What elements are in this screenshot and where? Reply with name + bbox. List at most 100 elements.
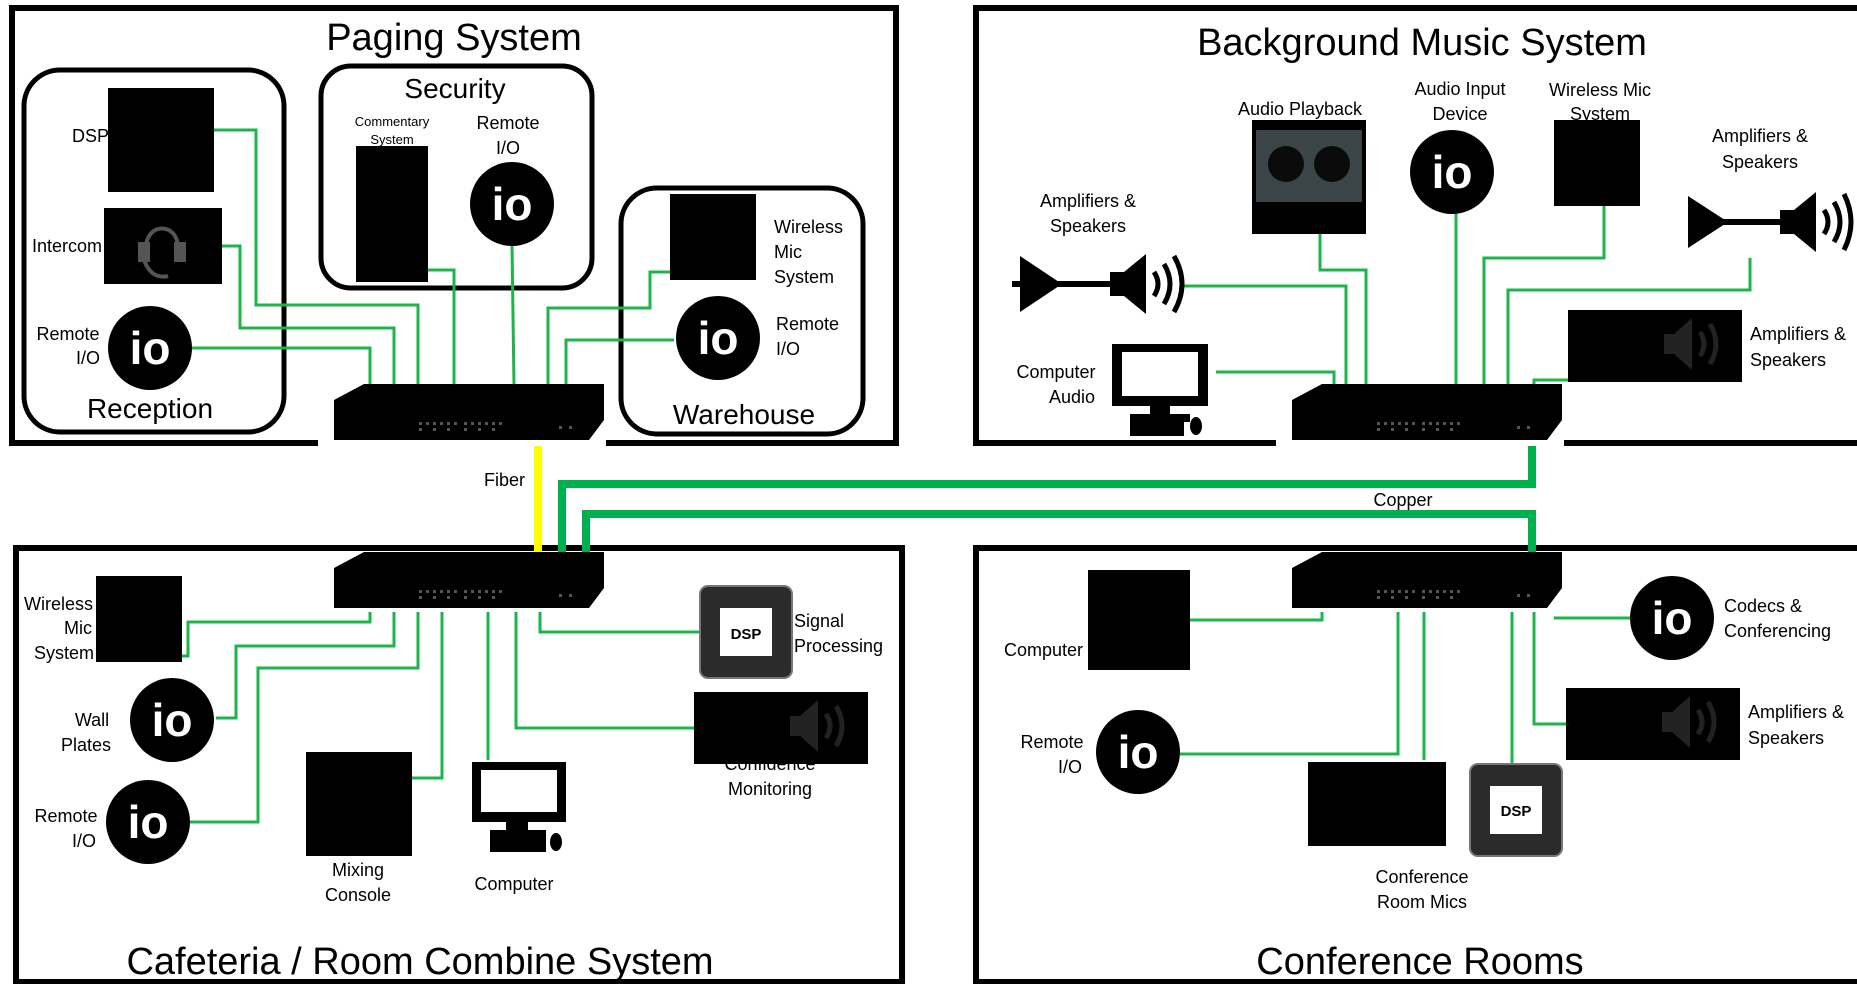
warehouse-remote-io-label-2: I/O <box>776 339 800 359</box>
audio-playback-label: Audio Playback <box>1238 99 1363 119</box>
intercom-label: Intercom <box>32 236 102 256</box>
security-remote-io-label-1: Remote <box>476 113 539 133</box>
computer-audio-label-1: Computer <box>1016 362 1095 382</box>
wireless-mic-device <box>670 194 756 280</box>
copper-label: Copper <box>1373 490 1432 510</box>
cafeteria-wireless-label-2: Mic <box>64 618 92 638</box>
cafeteria-system-title: Cafeteria / Room Combine System <box>126 941 713 983</box>
paging-network-switch <box>334 384 604 440</box>
speaker-icon <box>1662 696 1717 748</box>
cafeteria-computer-label: Computer <box>474 874 553 894</box>
svg-text:io: io <box>1652 592 1693 644</box>
computer-icon <box>1112 344 1208 436</box>
conference-room-mics-device <box>1308 762 1446 846</box>
io-icon: io <box>470 162 554 246</box>
svg-text:io: io <box>698 312 739 364</box>
svg-text:DSP: DSP <box>731 626 762 643</box>
conference-remote-io-label-2: I/O <box>1058 757 1082 777</box>
cafeteria-remote-io-label-1: Remote <box>34 806 97 826</box>
svg-text:io: io <box>1118 726 1159 778</box>
commentary-system-device <box>356 146 428 282</box>
warehouse-box <box>618 185 866 437</box>
io-icon: io <box>108 306 192 390</box>
conference-amp-label-1: Amplifiers & <box>1748 702 1844 722</box>
amplifier-rack-device <box>1566 688 1740 760</box>
conference-computer-label: Computer <box>1004 640 1083 660</box>
bgm-wireless-label-1: Wireless Mic <box>1549 80 1651 100</box>
bgm-wireless-label-2: System <box>1570 104 1630 124</box>
computer-icon <box>472 762 566 852</box>
cafeteria-remote-io-label-2: I/O <box>72 831 96 851</box>
paging-system-title: Paging System <box>326 17 582 59</box>
reception-remote-io-label-1: Remote <box>36 324 99 344</box>
speaker-amplifier-icon <box>1012 254 1185 314</box>
cafeteria-wireless-label-1: Wireless <box>24 594 93 614</box>
conference-mics-label-2: Room Mics <box>1377 892 1467 912</box>
conference-network-switch <box>1292 552 1562 608</box>
mixing-console-label-1: Mixing <box>332 860 384 880</box>
reception-title: Reception <box>87 393 213 424</box>
dsp-chip-icon: DSP <box>699 585 793 679</box>
conference-mics-label-1: Conference <box>1375 867 1468 887</box>
svg-text:io: io <box>1432 146 1473 198</box>
computer-audio-label-2: Audio <box>1049 387 1095 407</box>
io-icon: io <box>106 780 190 864</box>
fiber-label: Fiber <box>484 470 525 490</box>
io-icon: io <box>676 296 760 380</box>
bgm-system-title: Background Music System <box>1197 22 1647 64</box>
audio-input-label-2: Device <box>1432 104 1487 124</box>
commentary-label-2: System <box>370 132 413 147</box>
io-icon: io <box>1410 130 1494 214</box>
mixing-console-device <box>306 752 412 856</box>
speaker-amplifier-icon <box>1688 192 1854 252</box>
intercom-device <box>104 208 222 284</box>
codecs-label-2: Conferencing <box>1724 621 1831 641</box>
warehouse-wireless-label-1: Wireless <box>774 217 843 237</box>
commentary-label-1: Commentary <box>355 114 430 129</box>
cafeteria-system-box <box>13 545 905 984</box>
conference-amp-label-2: Speakers <box>1748 728 1824 748</box>
svg-text:DSP: DSP <box>1501 803 1532 820</box>
conference-system-box <box>973 545 1857 984</box>
copper-trunk-conference <box>582 510 1536 552</box>
wireless-mic-device <box>96 576 182 662</box>
conference-remote-io-label-1: Remote <box>1020 732 1083 752</box>
security-box <box>318 63 595 291</box>
signal-processing-label-2: Processing <box>794 636 883 656</box>
security-remote-io-label-2: I/O <box>496 138 520 158</box>
signal-processing-label-1: Signal <box>794 611 844 631</box>
wall-plates-label-1: Wall <box>75 710 109 730</box>
speaker-icon <box>1664 318 1719 370</box>
dsp-label: DSP <box>72 126 109 146</box>
io-icon: io <box>1630 576 1714 660</box>
warehouse-title: Warehouse <box>673 399 815 430</box>
bgm-amp-right-label-2: Speakers <box>1722 152 1798 172</box>
bgm-amp-right-label-1: Amplifiers & <box>1712 126 1808 146</box>
confidence-monitoring-label-1: Confidence <box>724 754 815 774</box>
bgm-amp-rack-label-1: Amplifiers & <box>1750 324 1846 344</box>
warehouse-wireless-label-3: System <box>774 267 834 287</box>
bgm-amp-left-label-2: Speakers <box>1050 216 1126 236</box>
speaker-icon <box>790 700 845 752</box>
svg-text:io: io <box>492 178 533 230</box>
dsp-chip-icon: DSP <box>1469 763 1563 857</box>
tape-reel-icon <box>1268 146 1304 182</box>
codecs-label-1: Codecs & <box>1724 596 1802 616</box>
warehouse-wireless-label-2: Mic <box>774 242 802 262</box>
confidence-monitor-device <box>694 692 868 764</box>
reception-box <box>21 67 287 435</box>
headset-icon <box>138 226 186 279</box>
wireless-mic-device <box>1554 120 1640 206</box>
copper-trunk-bgm <box>558 446 1536 552</box>
conference-system-title: Conference Rooms <box>1256 941 1583 983</box>
tape-reel-icon <box>1314 146 1350 182</box>
cafeteria-network-switch <box>334 552 604 608</box>
io-icon: io <box>130 678 214 762</box>
cafeteria-wireless-label-3: System <box>34 643 94 663</box>
wall-plates-label-2: Plates <box>61 735 111 755</box>
dsp-device <box>108 88 214 192</box>
audio-input-label-1: Audio Input <box>1414 79 1505 99</box>
svg-text:io: io <box>130 322 171 374</box>
svg-text:io: io <box>128 796 169 848</box>
